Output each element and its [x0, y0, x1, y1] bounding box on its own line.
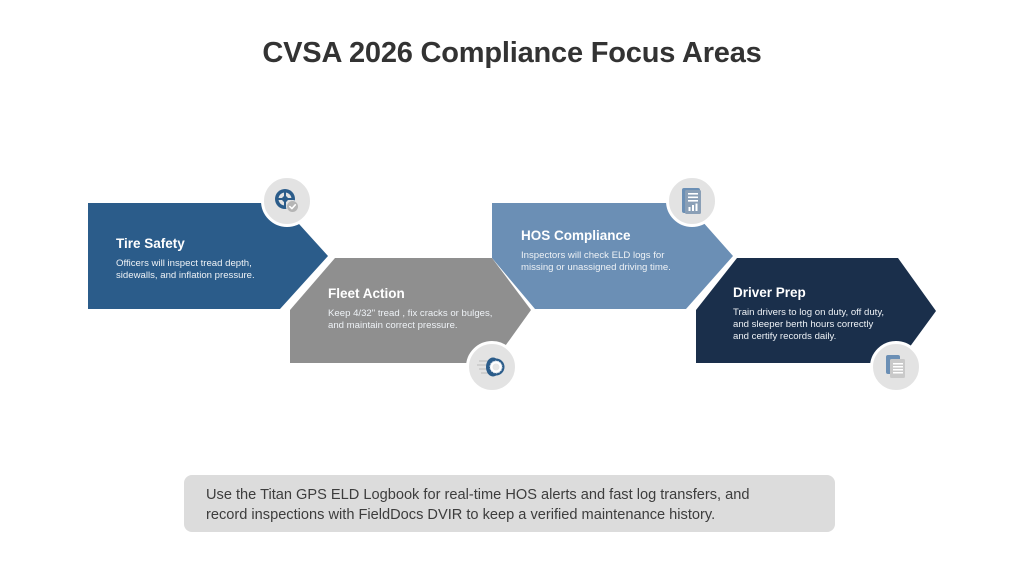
page-title: CVSA 2026 Compliance Focus Areas [262, 37, 762, 69]
step-tire-safety: Tire Safety Officers will inspect tread … [116, 236, 306, 282]
step-description: Train drivers to log on duty, off duty, … [733, 307, 923, 343]
report-chart-document-icon [682, 188, 701, 214]
step-title: Tire Safety [116, 236, 185, 251]
step-title: Fleet Action [328, 286, 405, 301]
description-line: Train drivers to log on duty, off duty, [733, 307, 885, 318]
step-description: Keep 4/32" tread , fix cracks or bulges,… [328, 308, 528, 332]
tire-safety-shape [88, 203, 328, 309]
footer-line: record inspections with FieldDocs DVIR t… [206, 507, 716, 523]
hos-compliance-shape [492, 203, 733, 309]
stacked-documents-icon [886, 355, 905, 378]
description-line: and certify records daily. [733, 331, 837, 342]
description-line: Keep 4/32" tread , fix cracks or bulges, [328, 308, 493, 319]
fleet-action-shape [290, 258, 531, 363]
tire-gauge-check-icon [275, 189, 299, 213]
step-description: Inspectors will check ELD logs for missi… [521, 250, 721, 274]
tire-safety-icon-badge [261, 175, 313, 227]
footer-line: Use the Titan GPS ELD Logbook for real-t… [206, 487, 750, 503]
step-title: Driver Prep [733, 285, 806, 300]
description-line: Officers will inspect tread depth, [116, 258, 252, 269]
description-line: sidewalls, and inflation pressure. [116, 270, 255, 281]
description-line: and maintain correct pressure. [328, 320, 458, 331]
step-hos-compliance: HOS Compliance Inspectors will check ELD… [521, 228, 721, 274]
step-fleet-action: Fleet Action Keep 4/32" tread , fix crac… [328, 286, 528, 332]
description-line: Inspectors will check ELD logs for [521, 250, 665, 261]
step-driver-prep: Driver Prep Train drivers to log on duty… [733, 285, 923, 343]
moving-tire-icon [477, 357, 505, 377]
footer-callout: Use the Titan GPS ELD Logbook for real-t… [184, 475, 835, 532]
driver-prep-shape [696, 258, 936, 363]
fleet-action-icon-badge [466, 341, 518, 393]
description-line: missing or unassigned driving time. [521, 262, 671, 273]
step-description: Officers will inspect tread depth, sidew… [116, 258, 306, 282]
driver-prep-icon-badge [870, 341, 922, 393]
step-title: HOS Compliance [521, 228, 631, 243]
hos-compliance-icon-badge [666, 175, 718, 227]
description-line: and sleeper berth hours correctly [733, 319, 874, 330]
